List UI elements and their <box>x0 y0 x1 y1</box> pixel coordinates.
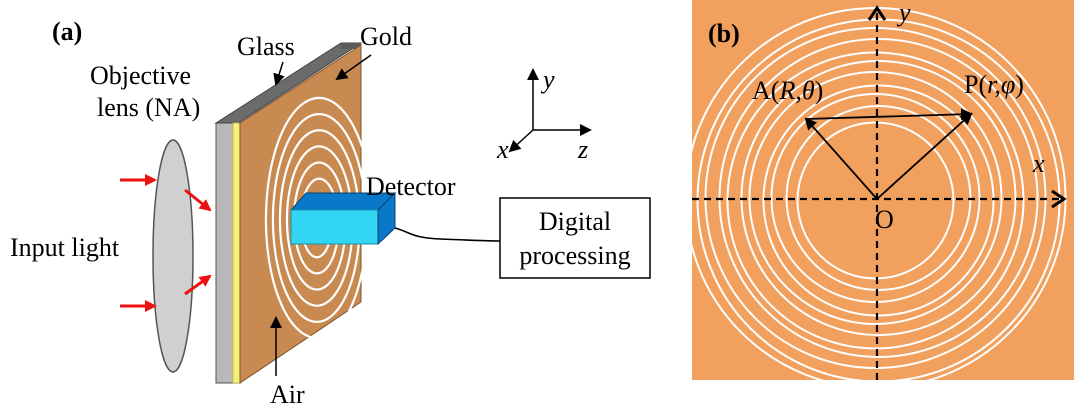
panel-a: (a) Digital processing <box>10 17 651 407</box>
ring <box>748 71 1003 325</box>
origin-label: O <box>875 205 894 234</box>
panel-a-label: (a) <box>52 17 82 46</box>
processing-box <box>499 197 651 279</box>
point-a-label: A(R,θ) <box>752 76 823 105</box>
panel-b-label: (b) <box>708 19 740 48</box>
point-p-vars: r,φ <box>987 70 1015 99</box>
input-light-label: Input light <box>10 233 120 262</box>
axis-x-label: x <box>1032 149 1045 178</box>
point-p-label: P(r,φ) <box>964 70 1024 99</box>
gold-label: Gold <box>360 22 412 51</box>
panel-b: (b) A(R,θ) P(r,φ) O x y <box>684 0 1074 389</box>
ring <box>770 93 981 303</box>
glass-pointer <box>273 61 285 86</box>
vector-o-to-p <box>876 112 973 200</box>
ring <box>726 51 1025 350</box>
objective-label-line1: Objective <box>90 61 191 90</box>
point-a-close: ) <box>815 76 824 105</box>
vector-o-to-a <box>804 117 878 200</box>
objective-lens <box>152 139 194 373</box>
objective-label-line2: lens (NA) <box>97 93 200 122</box>
focus-arrow-2 <box>184 274 212 296</box>
glass-slab <box>214 42 363 384</box>
focus-arrow-1 <box>184 188 212 212</box>
vector-a-to-p <box>805 108 973 121</box>
gold-pointer <box>335 54 372 81</box>
triad-z-label: z <box>577 135 588 164</box>
detector-label: Detector <box>366 172 456 201</box>
glass-label: Glass <box>237 32 295 61</box>
glass-right-edge <box>341 43 361 49</box>
detector <box>289 191 397 246</box>
processing-label-line2: processing <box>519 241 630 270</box>
triad-x-axis <box>508 129 534 153</box>
axis-y-label: y <box>896 0 911 27</box>
detector-cable <box>394 227 501 242</box>
air-label: Air <box>270 380 305 407</box>
processing-label-line1: Digital <box>539 207 611 236</box>
point-p-prefix: P( <box>964 70 987 99</box>
point-p-close: ) <box>1015 70 1024 99</box>
triad-y-label: y <box>540 65 555 94</box>
detector-front <box>290 209 379 245</box>
point-a-prefix: A( <box>752 76 779 105</box>
gold-yellow-edge <box>232 122 242 384</box>
ring <box>762 84 995 317</box>
coordinate-triad: y z x <box>496 65 592 164</box>
triad-x-label: x <box>496 135 509 164</box>
ring <box>796 121 955 280</box>
point-a-vars: R,θ <box>778 76 814 105</box>
